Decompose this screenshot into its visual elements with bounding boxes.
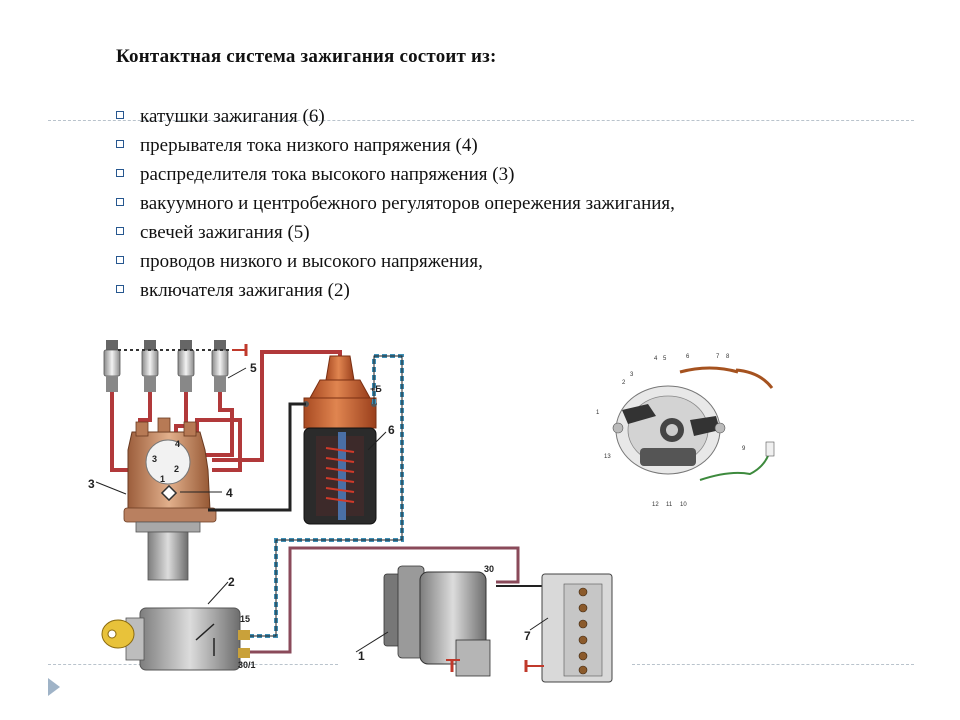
- list-item: катушки зажигания (6): [116, 102, 675, 131]
- breaker-label-1: 1: [596, 410, 600, 416]
- cap-label-3: 3: [152, 454, 157, 464]
- list-item-text: свечей зажигания (5): [140, 222, 310, 243]
- breaker-label-5: 5: [663, 356, 667, 362]
- breaker-label-3: 3: [630, 372, 634, 378]
- list-item: проводов низкого и высокого напряжения,: [116, 247, 675, 276]
- ignition-coil: +Б 6: [303, 355, 395, 525]
- slide-nav-arrow-icon[interactable]: [48, 678, 60, 696]
- list-item: вакуумного и центробежного регуляторов о…: [116, 189, 675, 218]
- battery: 7: [524, 573, 613, 683]
- list-item: свечей зажигания (5): [116, 218, 675, 247]
- label-1: 1: [358, 649, 365, 663]
- label-3: 3: [88, 477, 95, 491]
- bottom-divider-right: [632, 664, 914, 665]
- terminal-30-label: 30: [484, 564, 494, 574]
- top-divider: [48, 120, 914, 121]
- spark-plug: [141, 340, 159, 392]
- bullet-icon: [116, 227, 124, 235]
- spark-plugs: 5: [103, 340, 257, 392]
- list-item-text: вакуумного и центробежного регуляторов о…: [140, 193, 675, 214]
- breaker-label-2: 2: [622, 380, 626, 386]
- list-item: включателя зажигания (2): [116, 276, 675, 305]
- breaker-label-6: 6: [686, 354, 690, 360]
- coil-plus-label: +Б: [370, 384, 382, 394]
- cap-label-2: 2: [174, 464, 179, 474]
- breaker-label-7: 7: [716, 354, 720, 360]
- breaker-label-10: 10: [680, 502, 687, 508]
- list-item-text: распределителя тока высокого напряжения …: [140, 164, 515, 185]
- list-item: распределителя тока высокого напряжения …: [116, 160, 675, 189]
- label-6: 6: [388, 423, 395, 437]
- list-item-text: катушки зажигания (6): [140, 106, 325, 127]
- label-2: 2: [228, 575, 235, 589]
- list-item: прерывателя тока низкого напряжения (4): [116, 131, 675, 160]
- breaker-assembly: 4 5 6 7 8 3 2 1 9 13 12 11 10: [596, 354, 775, 508]
- spark-plug: [103, 340, 121, 392]
- generator: 1 30: [355, 564, 494, 677]
- cap-label-1: 1: [160, 474, 165, 484]
- breaker-label-4: 4: [654, 356, 658, 362]
- bullet-icon: [116, 140, 124, 148]
- spark-plug: [177, 340, 195, 392]
- terminal-15-label: 15: [240, 614, 250, 624]
- distributor-cap-face: [145, 439, 191, 485]
- low-voltage-wire: [208, 402, 306, 512]
- breaker-label-9: 9: [742, 446, 746, 452]
- list-item-text: проводов низкого и высокого напряжения,: [140, 251, 483, 272]
- supply-wire: [250, 546, 520, 654]
- list-item-text: включателя зажигания (2): [140, 280, 350, 301]
- slide-title: Контактная система зажигания состоит из:: [116, 46, 497, 67]
- list-item-text: прерывателя тока низкого напряжения (4): [140, 135, 478, 156]
- bullet-icon: [116, 169, 124, 177]
- label-4: 4: [226, 486, 233, 500]
- breaker-label-11: 11: [666, 502, 673, 508]
- label-5: 5: [250, 361, 257, 375]
- distributor: 4 3 2 1 3 4: [88, 417, 233, 581]
- bullet-icon: [116, 111, 124, 119]
- breaker-label-12: 12: [652, 502, 659, 508]
- bullet-icon: [116, 198, 124, 206]
- cap-label-4: 4: [175, 439, 180, 449]
- breaker-contact-icon: [160, 484, 178, 502]
- breaker-label-8: 8: [726, 354, 730, 360]
- key-icon: [101, 619, 135, 649]
- spark-plug: [211, 340, 229, 392]
- components-list: катушки зажигания (6) прерывателя тока н…: [116, 102, 675, 305]
- terminal-30-1-label: 30/1: [238, 660, 256, 670]
- bullet-icon: [116, 256, 124, 264]
- bullet-icon: [116, 285, 124, 293]
- breaker-label-13: 13: [604, 454, 611, 460]
- label-7: 7: [524, 629, 531, 643]
- ignition-switch: 2 15 30/1: [101, 575, 256, 671]
